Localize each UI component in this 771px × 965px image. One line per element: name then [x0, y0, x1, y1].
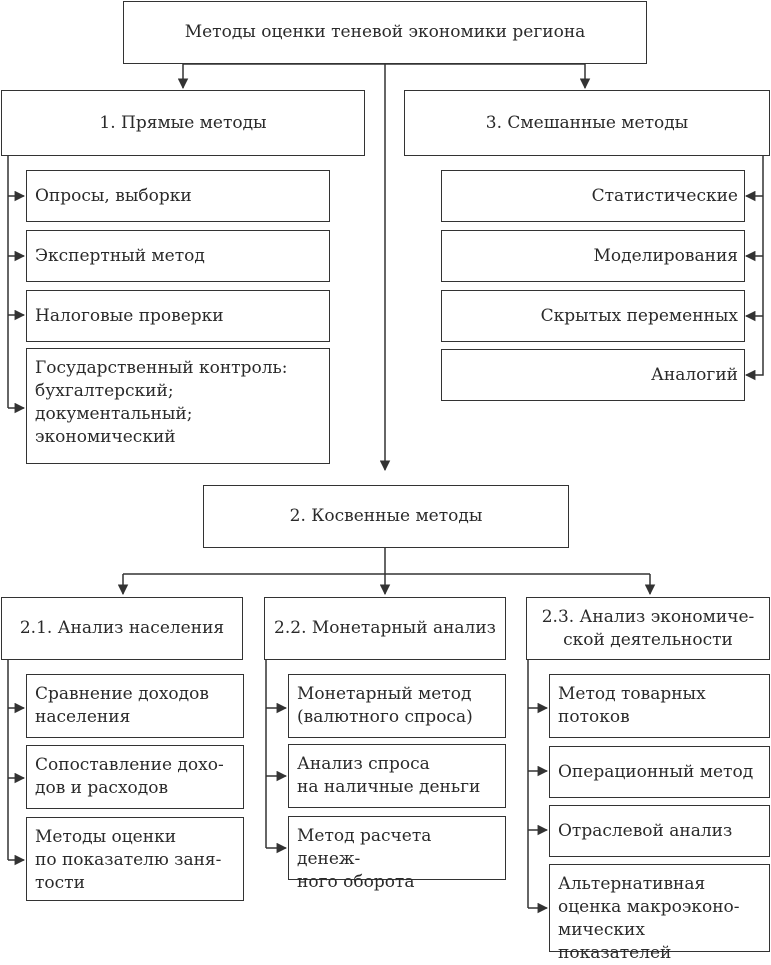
economic-item-sectoral: Отраслевой анализ	[549, 805, 770, 857]
indirect-methods-title: 2. Косвенные методы	[289, 506, 483, 526]
mixed-methods-title: 3. Смешанные методы	[485, 112, 689, 133]
direct-item-expert: Экспертный метод	[26, 230, 330, 282]
mixed-item-label: Скрытых переменных	[540, 305, 738, 326]
monetary-item-money-turnover: Метод расчета денеж- ного оборота	[288, 816, 506, 892]
direct-item-label: Экспертный метод	[35, 245, 205, 266]
mixed-item-analogies: Аналогий	[441, 349, 745, 401]
economic-item-operational: Операционный метод	[549, 746, 770, 798]
population-item-income-expense: Сопоставление дохо- дов и расходов	[26, 745, 244, 809]
direct-item-surveys: Опросы, выборки	[26, 170, 330, 222]
monetary-item-label: Монетарный метод (валютного спроса)	[297, 684, 473, 727]
monetary-analysis-box: 2.2. Монетарный анализ	[264, 597, 506, 660]
mixed-item-modeling: Моделирования	[441, 230, 745, 282]
economic-analysis-box: 2.3. Анализ экономиче- ской деятельности	[526, 597, 770, 660]
economic-item-label: Метод товарных потоков	[558, 684, 706, 727]
arrow-mixed-4	[744, 156, 764, 381]
direct-methods-title: 1. Прямые методы	[99, 112, 267, 133]
population-item-income-comparison: Сравнение доходов населения	[26, 674, 244, 738]
direct-item-label: Опросы, выборки	[35, 185, 192, 206]
economic-item-macro-alternative: Альтернативная оценка макроэконо- мическ…	[549, 864, 770, 963]
mixed-item-statistical: Статистические	[441, 170, 745, 222]
monetary-item-label: Метод расчета денеж- ного оборота	[297, 826, 432, 892]
direct-item-tax-audits: Налоговые проверки	[26, 290, 330, 342]
direct-methods-box: 1. Прямые методы	[1, 90, 365, 156]
direct-item-label: Государственный контроль: бухгалтерский;…	[35, 358, 288, 447]
monetary-item-label: Анализ спроса на наличные деньги	[297, 754, 481, 797]
population-item-employment: Методы оценки по показателю заня- тости	[26, 817, 244, 901]
mixed-item-hidden-variables: Скрытых переменных	[441, 290, 745, 342]
population-analysis-title: 2.1. Анализ населения	[19, 618, 225, 638]
direct-item-state-control: Государственный контроль: бухгалтерский;…	[26, 348, 330, 464]
mixed-methods-box: 3. Смешанные методы	[404, 90, 770, 156]
population-item-label: Сопоставление дохо- дов и расходов	[35, 755, 224, 798]
mixed-item-label: Статистические	[591, 185, 738, 206]
economic-item-label: Альтернативная оценка макроэконо- мическ…	[558, 874, 740, 963]
root-label: Методы оценки теневой экономики региона	[184, 22, 586, 42]
monetary-analysis-title: 2.2. Монетарный анализ	[274, 618, 496, 638]
root-box: Методы оценки теневой экономики региона	[123, 1, 647, 64]
monetary-item-currency-demand: Монетарный метод (валютного спроса)	[288, 674, 506, 738]
economic-item-commodity-flows: Метод товарных потоков	[549, 674, 770, 738]
mixed-item-label: Аналогий	[651, 364, 738, 385]
population-analysis-box: 2.1. Анализ населения	[1, 597, 243, 660]
economic-item-label: Отраслевой анализ	[558, 820, 733, 841]
economic-item-label: Операционный метод	[558, 761, 754, 782]
population-item-label: Методы оценки по показателю заня- тости	[35, 827, 222, 893]
direct-item-label: Налоговые проверки	[35, 305, 224, 326]
indirect-methods-box: 2. Косвенные методы	[203, 485, 569, 548]
mixed-item-label: Моделирования	[593, 245, 738, 266]
economic-analysis-title: 2.3. Анализ экономиче- ской деятельности	[541, 606, 755, 650]
population-item-label: Сравнение доходов населения	[35, 684, 209, 727]
monetary-item-cash-demand: Анализ спроса на наличные деньги	[288, 744, 506, 808]
